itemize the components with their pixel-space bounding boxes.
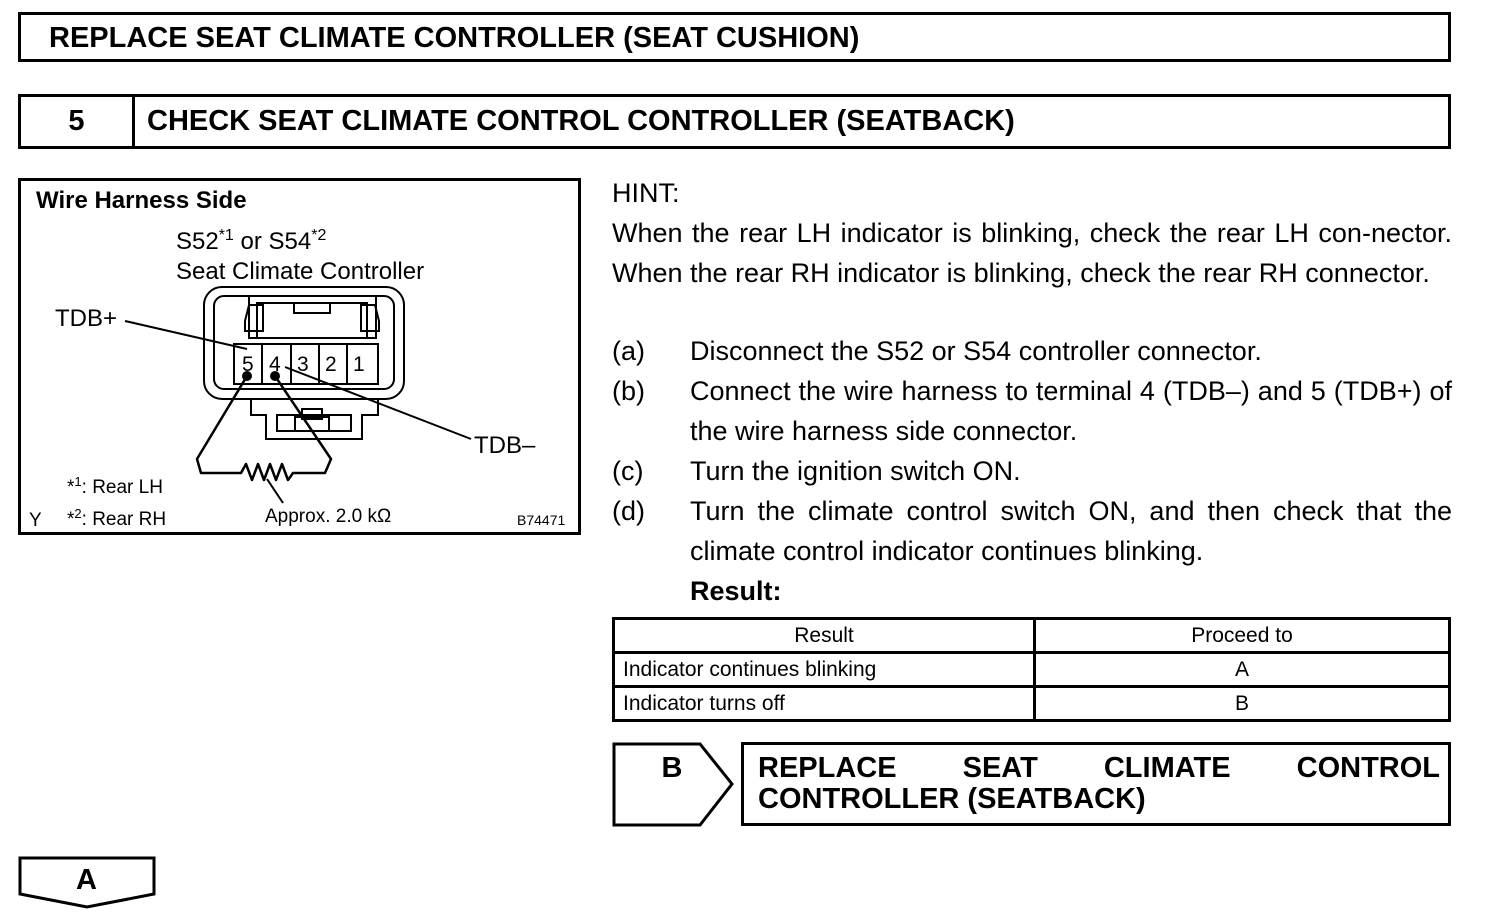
terminal-3: 3 bbox=[297, 353, 309, 376]
branch-b-arrow bbox=[612, 742, 734, 827]
connector-id-label: S52*1 or S54*2 bbox=[176, 227, 326, 255]
terminal-numbers: 5 4 3 2 1 bbox=[242, 353, 365, 376]
step-number: 5 bbox=[21, 97, 135, 146]
step-item-text: Disconnect the S52 or S54 controller con… bbox=[690, 336, 1262, 366]
step-item-text: Turn the climate control switch ON, and … bbox=[690, 496, 1452, 566]
diagram-heading: Wire Harness Side bbox=[36, 187, 247, 214]
table-row: Indicator turns off B bbox=[612, 685, 1451, 722]
note-rear-rh: *2: Rear RH bbox=[67, 506, 166, 530]
step-item-label: (c) bbox=[612, 456, 644, 486]
connector-illustration: Wire Harness Side S52*1 or S54*2 Seat Cl… bbox=[29, 187, 565, 531]
connector-diagram: Wire Harness Side S52*1 or S54*2 Seat Cl… bbox=[18, 178, 581, 535]
terminal-5: 5 bbox=[242, 353, 254, 376]
table-cell: B bbox=[1033, 685, 1451, 722]
hint-title: HINT: bbox=[612, 178, 680, 208]
result-label: Result: bbox=[690, 576, 782, 606]
branch-b-action-line1: REPLACE SEAT CLIMATE CONTROL bbox=[758, 752, 1440, 784]
connector-name-label: Seat Climate Controller bbox=[176, 258, 424, 285]
resistance-leader bbox=[266, 478, 284, 504]
hint-body: When the rear LH indicator is blinking, … bbox=[612, 218, 1452, 288]
terminal-1: 1 bbox=[353, 353, 365, 376]
result-table: Result Proceed to Indicator continues bl… bbox=[612, 617, 1451, 722]
step-header: 5 CHECK SEAT CLIMATE CONTROL CONTROLLER … bbox=[18, 94, 1451, 149]
table-cell: Indicator turns off bbox=[612, 685, 1036, 722]
tdb-minus-label: TDB– bbox=[474, 432, 536, 459]
connector-body bbox=[203, 286, 405, 440]
branch-b-action-line2: CONTROLLER (SEATBACK) bbox=[758, 783, 1146, 815]
y-mark: Y bbox=[29, 510, 42, 531]
terminal-2: 2 bbox=[325, 353, 337, 376]
tdb-plus-leader bbox=[124, 320, 248, 350]
note-rear-lh: *1: Rear LH bbox=[67, 474, 163, 498]
resistance-label: Approx. 2.0 kΩ bbox=[265, 506, 391, 527]
branch-a-arrow bbox=[18, 856, 156, 909]
branch-a-letter: A bbox=[76, 864, 97, 896]
branch-b-action-box: REPLACE SEAT CLIMATE CONTROL CONTROLLER … bbox=[741, 742, 1451, 826]
step-title: CHECK SEAT CLIMATE CONTROL CONTROLLER (S… bbox=[147, 105, 1015, 137]
table-cell: Indicator continues blinking bbox=[612, 651, 1036, 688]
table-header-row: Result Proceed to bbox=[612, 617, 1451, 654]
step-item-label: (a) bbox=[612, 336, 645, 366]
figure-id: B74471 bbox=[517, 512, 565, 528]
section-header: REPLACE SEAT CLIMATE CONTROLLER (SEAT CU… bbox=[18, 12, 1451, 62]
table-cell: A bbox=[1033, 651, 1451, 688]
step-item-label: (b) bbox=[612, 376, 645, 406]
step-item-text: Connect the wire harness to terminal 4 (… bbox=[690, 376, 1452, 446]
table-row: Indicator continues blinking A bbox=[612, 651, 1451, 688]
tdb-minus-leader bbox=[284, 366, 472, 440]
branch-b-letter: B bbox=[661, 752, 683, 784]
step-item-text: Turn the ignition switch ON. bbox=[690, 456, 1021, 486]
tdb-plus-label: TDB+ bbox=[55, 305, 117, 332]
section-header-title: REPLACE SEAT CLIMATE CONTROLLER (SEAT CU… bbox=[49, 22, 860, 54]
terminal-4: 4 bbox=[269, 353, 281, 376]
table-header-cell: Proceed to bbox=[1033, 617, 1451, 654]
table-header-cell: Result bbox=[612, 617, 1036, 654]
resistor-wire bbox=[195, 375, 333, 482]
step-item-label: (d) bbox=[612, 496, 645, 526]
